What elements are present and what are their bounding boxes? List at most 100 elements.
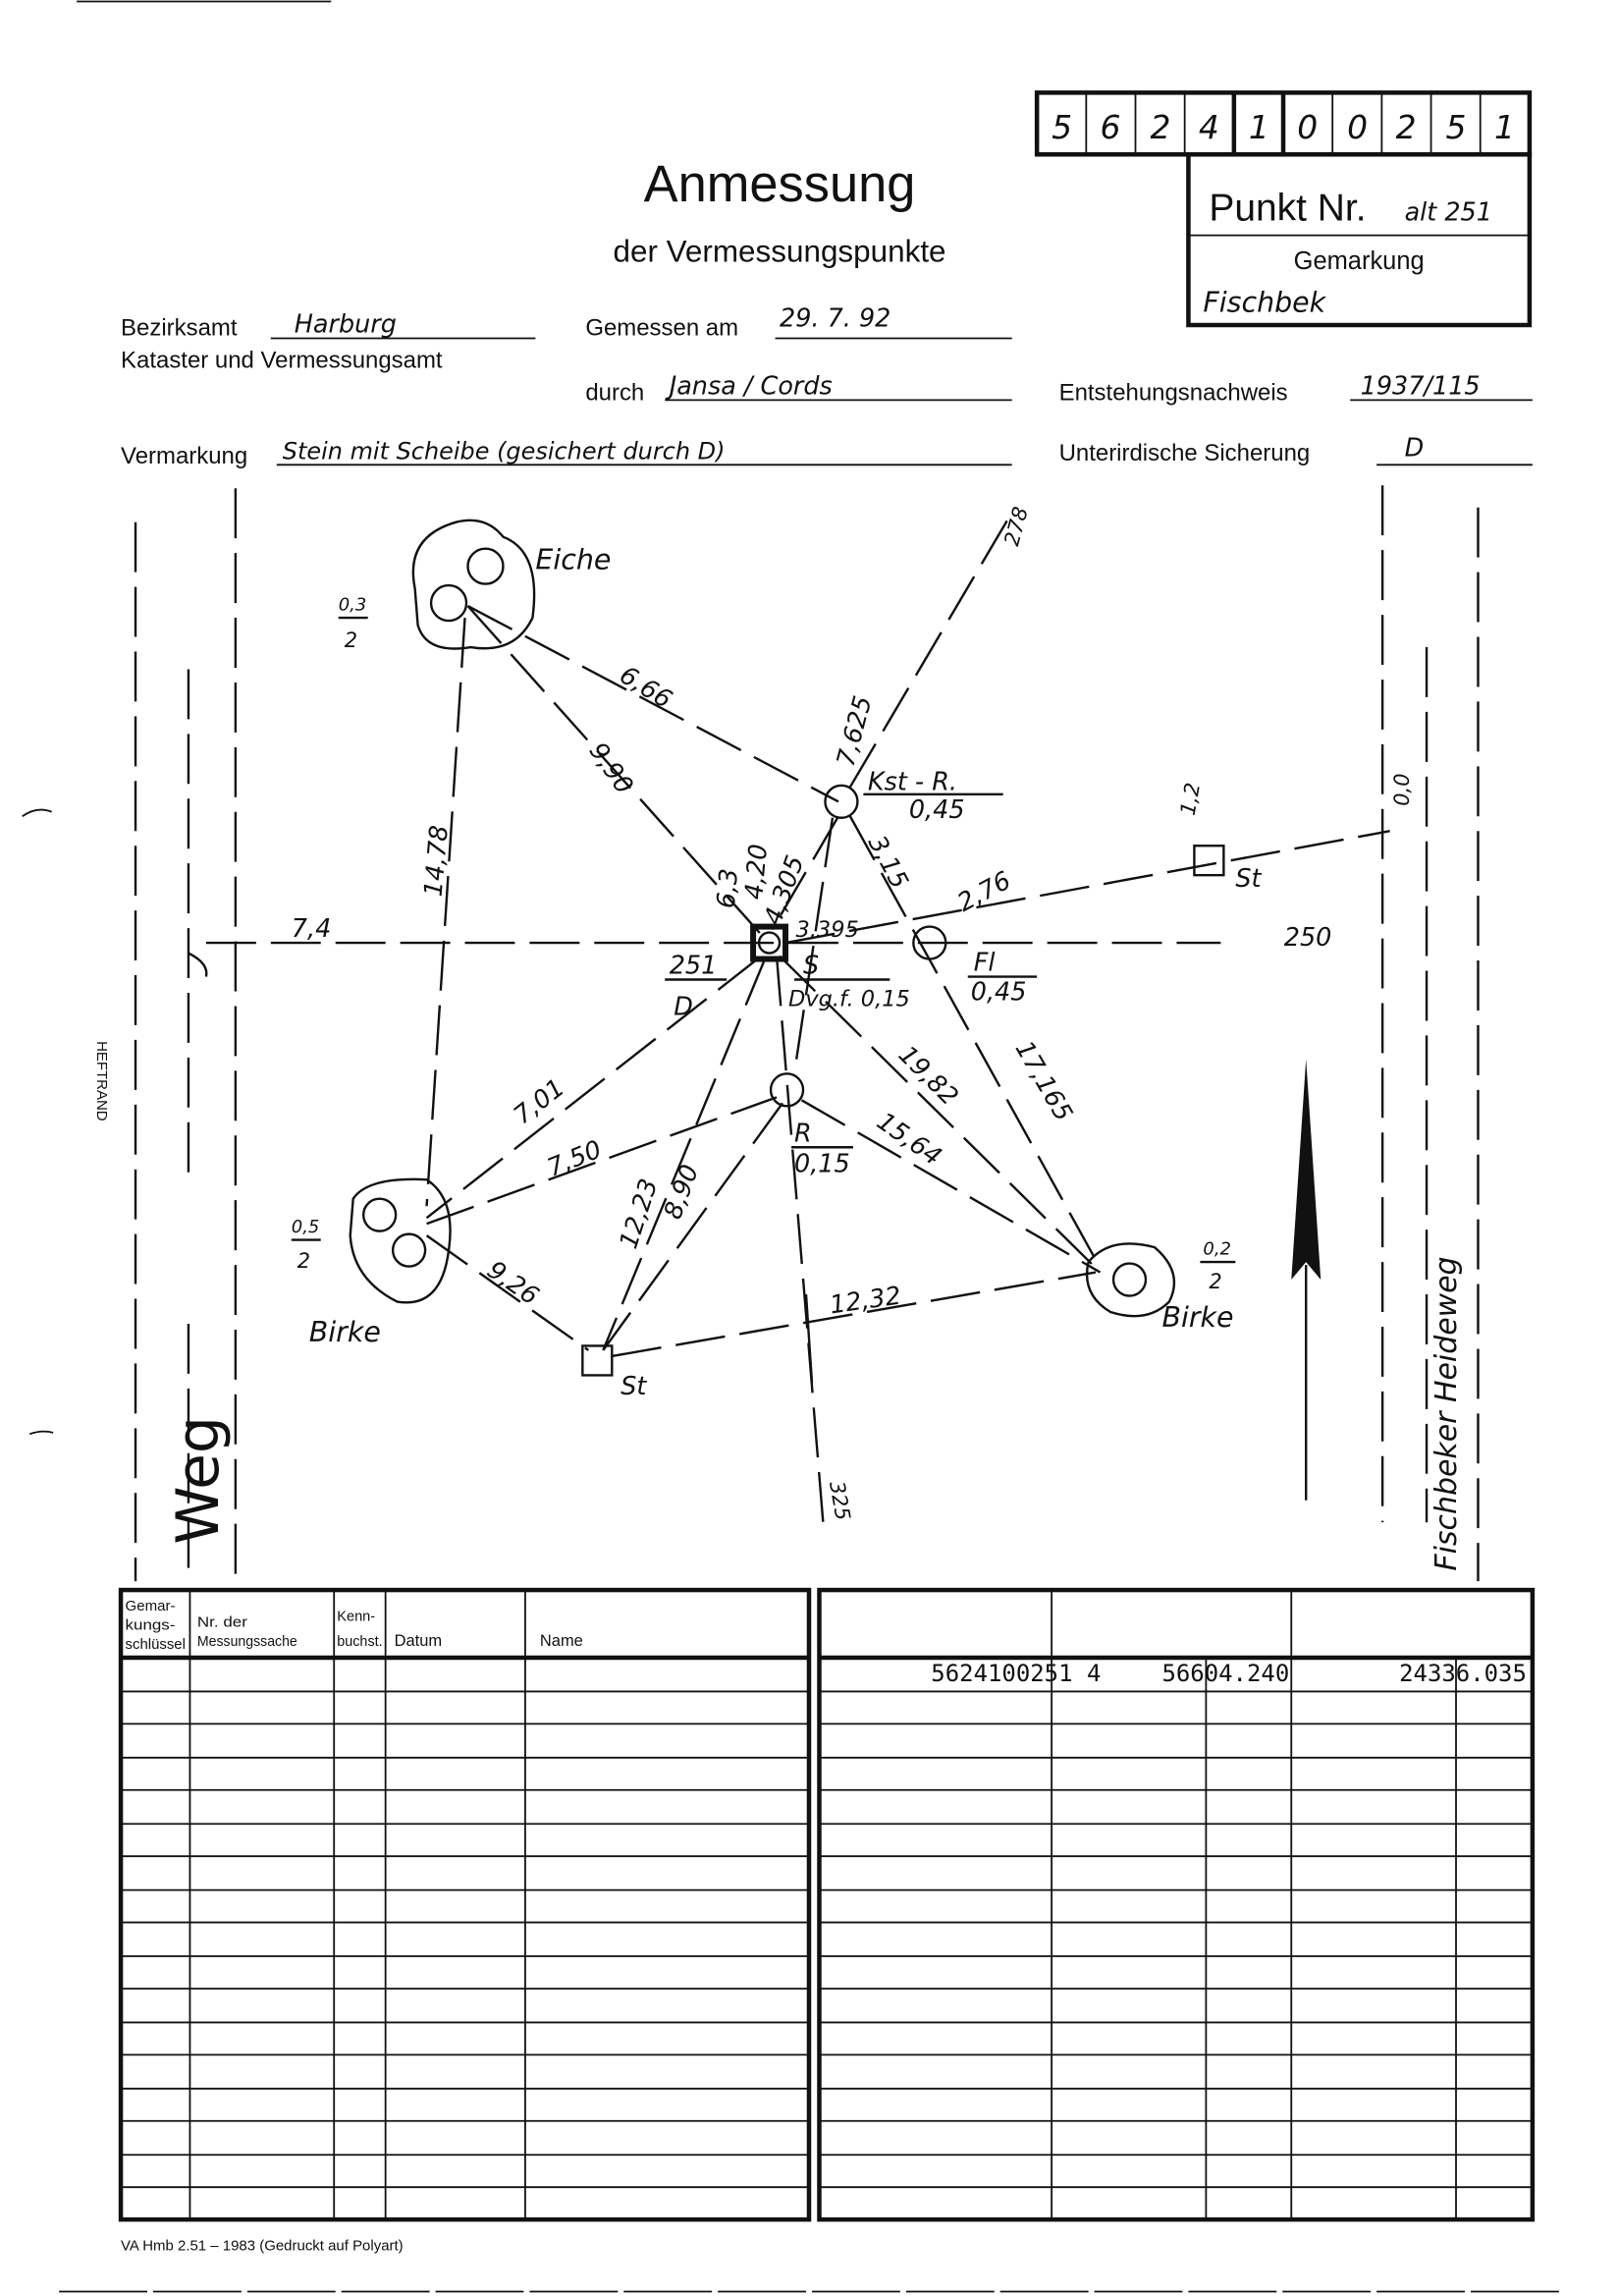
label-birke-frac: 2 xyxy=(297,1249,310,1273)
label-birke-left: Birke xyxy=(309,1316,381,1348)
label-weg: Weg xyxy=(164,1416,233,1545)
label-distance: 19,82 xyxy=(892,1040,964,1112)
point-number-box: 5 6 2 4 1 0 0 2 5 1 xyxy=(1034,90,1533,328)
label-distance: 14,78 xyxy=(419,824,455,898)
point-digit: 1 xyxy=(1494,108,1515,146)
label-point-251-d: D xyxy=(674,992,693,1021)
label-distance: 278 xyxy=(999,505,1033,549)
header-name: Name xyxy=(540,1632,583,1650)
label-distance: 3,395 xyxy=(796,917,859,943)
label-distance: 9,90 xyxy=(583,738,639,800)
record-x-coordinate: 56604.240 xyxy=(1161,1660,1289,1687)
label-r: R xyxy=(794,1119,812,1148)
label-r-value: 0,15 xyxy=(794,1150,850,1179)
point-digit: 2 xyxy=(1150,108,1170,146)
durch-value: Jansa / Cords xyxy=(665,371,833,401)
label-fl: Fl xyxy=(974,949,996,978)
point-251-marker xyxy=(750,923,789,962)
heftrand-label: HEFTRAND xyxy=(93,1041,110,1121)
header-gemarkungsschluessel: kungs- xyxy=(126,1617,176,1634)
header-datum: Datum xyxy=(395,1632,443,1650)
label-distance: 1,2 xyxy=(1176,781,1205,817)
bezirksamt-value: Harburg xyxy=(295,309,397,339)
header-messungssache: Nr. der xyxy=(197,1614,247,1631)
label-distance: 17,165 xyxy=(1009,1036,1079,1126)
label-eiche-frac: 2 xyxy=(345,629,357,652)
point-digit: 1 xyxy=(1249,108,1269,146)
label-birke-frac: 0,2 xyxy=(1203,1239,1231,1260)
svg-text:HEFTRAND: HEFTRAND xyxy=(93,1041,110,1121)
label-kst-r-value: 0,45 xyxy=(909,795,965,825)
point-st-bottom xyxy=(581,1344,614,1377)
point-digit: 0 xyxy=(1297,108,1318,146)
entstehung-label: Entstehungsnachweis xyxy=(1059,379,1288,406)
header-kennbuchstabe: buchst. xyxy=(337,1633,382,1650)
header-gemarkungsschluessel: Gemar- xyxy=(126,1598,176,1614)
punkt-nr-label: Punkt Nr. xyxy=(1209,188,1366,230)
kataster-label: Kataster und Vermessungsamt xyxy=(121,347,443,373)
header-kennbuchstabe: Kenn- xyxy=(337,1609,375,1625)
vermarkung-label: Vermarkung xyxy=(121,443,247,469)
label-st-bottom: St xyxy=(620,1372,647,1401)
survey-sketch: Eiche 0,3 2 6,66 9,90 14,78 7,4 7,625 27… xyxy=(134,485,1480,1582)
point-fl xyxy=(912,925,947,960)
label-fl-value: 0,45 xyxy=(971,977,1027,1007)
record-y-coordinate: 24336.035 xyxy=(1399,1660,1527,1687)
footer-form-id: VA Hmb 2.51 – 1983 (Gedruckt auf Polyart… xyxy=(121,2238,404,2255)
label-point-251: 251 xyxy=(670,952,718,981)
label-eiche-frac: 0,3 xyxy=(339,595,367,616)
label-distance: 6,3 xyxy=(712,867,744,909)
point-digit: 5 xyxy=(1446,108,1467,146)
label-kst-r: Kst - R. xyxy=(868,767,957,796)
unterirdisch-value: D xyxy=(1405,433,1425,463)
label-dvgf: Dvg.f. 0,15 xyxy=(788,986,910,1011)
gemessen-label: Gemessen am xyxy=(585,314,738,341)
label-distance: 8,90 xyxy=(659,1161,706,1224)
punch-mark xyxy=(22,808,52,817)
durch-label: durch xyxy=(585,379,644,406)
bezirksamt-label: Bezirksamt xyxy=(121,314,238,341)
label-distance: 7,4 xyxy=(292,914,331,944)
gemarkung-value: Fischbek xyxy=(1203,287,1326,319)
vermarkung-value: Stein mit Scheibe (gesichert durch D) xyxy=(283,437,726,465)
label-s: S xyxy=(803,952,819,981)
label-distance: 7,625 xyxy=(832,692,879,769)
label-distance: 4,20 xyxy=(739,843,774,901)
point-r xyxy=(769,1072,805,1108)
label-eiche: Eiche xyxy=(535,544,611,576)
point-digit: 0 xyxy=(1347,108,1368,146)
gemarkung-label: Gemarkung xyxy=(1294,247,1425,275)
label-distance: 2,76 xyxy=(952,866,1015,918)
header-messungssache: Messungssache xyxy=(197,1633,297,1650)
label-birke-right: Birke xyxy=(1161,1301,1233,1334)
label-distance: 0,0 xyxy=(1390,773,1414,805)
label-st: St xyxy=(1235,864,1262,894)
label-birke-frac: 0,5 xyxy=(292,1217,320,1237)
point-digit: 4 xyxy=(1199,108,1219,146)
label-distance: 7,50 xyxy=(543,1135,606,1183)
label-distance: 9,26 xyxy=(481,1255,544,1311)
label-birke-frac: 2 xyxy=(1209,1270,1221,1293)
unterirdisch-label: Unterirdische Sicherung xyxy=(1059,440,1311,466)
point-kst-r xyxy=(824,784,859,819)
point-st-right xyxy=(1193,845,1225,877)
label-distance: 15,64 xyxy=(871,1107,946,1172)
header-gemarkungsschluessel: schlüssel xyxy=(126,1636,186,1653)
gemessen-value: 29. 7. 92 xyxy=(780,304,890,334)
page-subtitle: der Vermessungspunkte xyxy=(614,235,946,269)
punch-mark xyxy=(28,1430,54,1436)
label-heideweg: Fischbeker Heideweg xyxy=(1429,1256,1464,1570)
point-digit: 5 xyxy=(1052,108,1072,146)
tree-birke-right-icon xyxy=(1085,1242,1176,1318)
punkt-nr-value: alt 251 xyxy=(1405,198,1492,228)
label-distance: 325 xyxy=(825,1479,855,1522)
label-distance: 250 xyxy=(1284,923,1332,953)
north-arrow-icon xyxy=(1291,1059,1321,1281)
record-point-number: 5624100251 4 xyxy=(931,1660,1101,1687)
point-digit: 2 xyxy=(1396,108,1417,146)
tree-birke-left-icon xyxy=(349,1177,452,1304)
point-digit: 6 xyxy=(1101,108,1121,146)
label-distance: 3,15 xyxy=(862,831,914,894)
registration-table: Gemar- kungs- schlüssel Nr. der Messungs… xyxy=(118,1587,812,2222)
